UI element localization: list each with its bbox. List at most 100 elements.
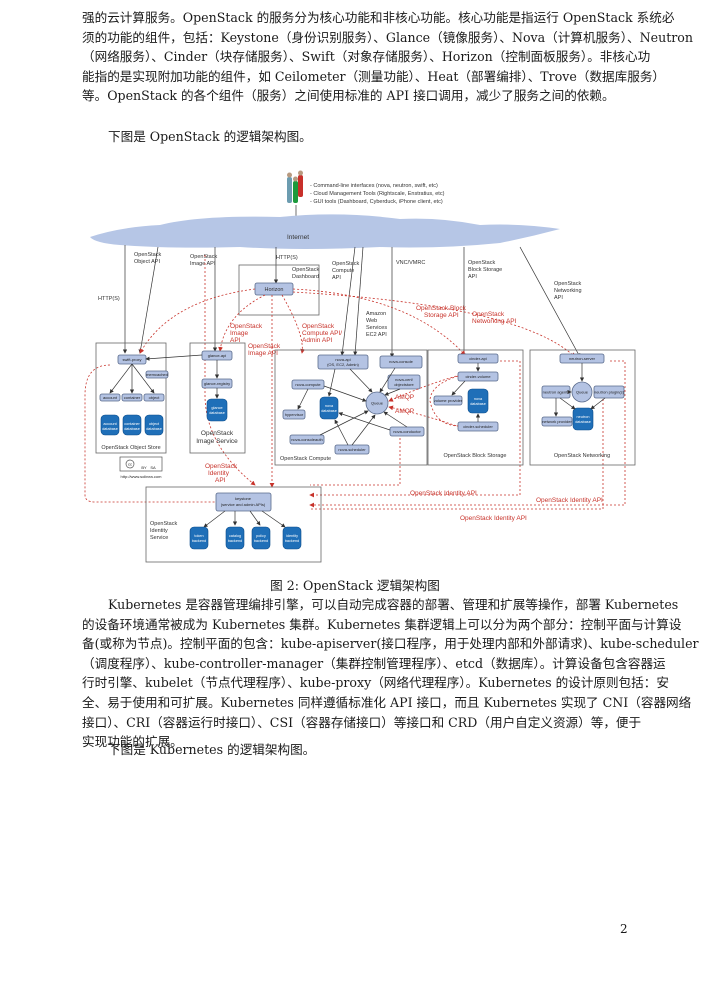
identity-service-frame: [145, 486, 322, 563]
db-label: database: [575, 420, 591, 424]
db-label: account: [103, 422, 117, 426]
swift-proxy-label: swift-proxy: [122, 357, 141, 362]
nova-conductor-label: nova-conductor: [393, 429, 421, 434]
service-label: object: [149, 395, 161, 400]
internet-cloud: [90, 214, 560, 249]
red-api-label: OpenStack Block: [416, 305, 467, 312]
nova-api-label: (OS, EC2, Admin): [327, 362, 359, 367]
compute-title: OpenStack Compute: [280, 456, 331, 462]
figure-intro-kubernetes: 下图是 Kubernetes 的逻辑架构图。: [108, 742, 316, 757]
db-label: glance: [211, 406, 222, 410]
text-line: 能指的是实现附加功能的组件，如 Ceilometer（测量功能）、Heat（部署…: [82, 68, 666, 84]
license-url: http://www.solinea.com: [121, 474, 163, 479]
db-label: backend: [192, 539, 206, 543]
api-label: Dashboard: [292, 274, 319, 280]
dashboard-frame: [238, 264, 320, 316]
block-storage-frame: [427, 349, 524, 466]
glance-api-label: glance-api: [208, 353, 227, 358]
image-service-frame: [189, 342, 246, 454]
api-label: HTTP(S): [276, 255, 298, 261]
api-label: Networking: [554, 288, 582, 294]
image-service-title: Image Service: [196, 438, 238, 445]
client-text: - Command-line interfaces (nova, neutron…: [310, 183, 438, 189]
keystone-label: keystone: [235, 496, 252, 501]
red-api-label: API: [215, 477, 226, 484]
db-label: nova: [474, 397, 483, 401]
api-label: Image API: [190, 261, 216, 267]
text-line: （网络服务）、Cinder（块存储服务）、Swift（对象存储服务）、Horiz…: [82, 49, 651, 65]
object-store-frame: [95, 342, 167, 454]
cinder-scheduler-label: cinder-scheduler: [463, 424, 493, 429]
figure-caption: 图 2: OpenStack 逻辑架构图: [270, 578, 440, 593]
db-label: object: [149, 422, 160, 426]
nova-consoleauth-label: nova-consoleauth: [291, 437, 323, 442]
kubernetes-paragraph: Kubernetes 是容器管理编排引擎，可以自动完成容器的部署、管理和扩展等操…: [82, 595, 699, 752]
api-label: API: [332, 275, 341, 281]
image-service-title: OpenStack: [201, 430, 234, 437]
identity-api-label: OpenStack Identity API: [536, 497, 603, 504]
cc-license-icon: [119, 456, 163, 472]
identity-api-label: OpenStack Identity API: [410, 490, 477, 497]
db-label: database: [321, 409, 337, 413]
red-api-label: OpenStack: [230, 323, 263, 330]
neutron-server-label: neutron-server: [569, 356, 596, 361]
red-api-label: Image: [230, 330, 248, 337]
db-label: neutron: [577, 415, 590, 419]
db-label: database: [102, 427, 118, 431]
cinder-api-label: cinder-api: [469, 356, 487, 361]
red-api-label: OpenStack: [302, 323, 335, 330]
db-label: catalog: [229, 534, 241, 538]
users-icon: [287, 170, 303, 203]
internet-label: Internet: [287, 234, 309, 241]
api-label: EC2 API: [366, 332, 387, 338]
red-api-label: Networking API: [472, 318, 517, 325]
figure-intro-openstack: 下图是 OpenStack 的逻辑架构图。: [108, 129, 312, 144]
api-label: Web: [366, 318, 377, 324]
api-label: Object API: [134, 259, 160, 265]
red-api-label: OpenStack: [472, 311, 505, 318]
compute-frame: [274, 349, 428, 466]
text-line: （调度程序）、kube-controller-manager（集群控制管理程序）…: [82, 655, 666, 671]
sa-label: SA: [150, 465, 156, 470]
cc-label: cc: [128, 462, 132, 467]
db-label: database: [146, 427, 162, 431]
networking-frame: [529, 349, 636, 466]
text-line: 的设备环境通常被成为 Kubernetes 集群。Kubernetes 集群逻辑…: [82, 616, 682, 632]
db-label: container: [124, 422, 140, 426]
api-label: API: [554, 295, 563, 301]
keystone-box: [215, 492, 272, 512]
compute-queue: [365, 391, 389, 415]
text-line: 行时引擎、kubelet（节点代理程序）、kube-proxy（网络代理程序）。…: [82, 675, 669, 691]
text-line: 接口）、CRI（容器运行时接口）、CSI（容器存储接口）等接口和 CRD（用户自…: [82, 714, 642, 730]
red-api-label: OpenStack: [205, 463, 238, 470]
red-api-label: Compute API/: [302, 330, 342, 337]
service-label: account: [103, 395, 118, 400]
api-label: HTTP(S): [98, 296, 120, 302]
db-label: token: [194, 534, 203, 538]
object-store-databases: account database container database obje…: [100, 414, 164, 436]
identity-title: OpenStack: [150, 521, 177, 527]
object-store-services: account container object: [99, 393, 165, 402]
hypervisor-label: hypervisor: [285, 412, 304, 417]
by-label: BY: [141, 465, 147, 470]
identity-title: Identity: [150, 528, 168, 534]
identity-title: Service: [150, 535, 168, 541]
api-label: OpenStack: [468, 260, 495, 266]
red-api-label: Image API: [248, 350, 278, 357]
db-label: database: [470, 402, 486, 406]
api-label: VNC/VMRC: [396, 260, 425, 266]
network-provider-label: network provider: [542, 419, 572, 424]
api-label: OpenStack: [554, 281, 581, 287]
service-label: container: [124, 395, 141, 400]
queue-label: Queue: [576, 390, 589, 395]
text-line: 备(或称为节点)。控制平面的包含：kube-apiserver(接口程序，用于处…: [82, 636, 699, 652]
identity-api-label: OpenStack Identity API: [460, 515, 527, 522]
identity-backends: token backend catalog backend policy bac…: [189, 526, 302, 550]
db-label: nova: [325, 404, 334, 408]
api-label: Block Storage: [468, 267, 502, 273]
amqp-label: AMQP: [395, 394, 414, 401]
amqp-label: AMQP: [395, 408, 414, 415]
db-label: backend: [228, 539, 242, 543]
volume-provider-label: volume provider: [434, 398, 463, 403]
keystone-label: (service and admin APIs): [221, 502, 266, 507]
